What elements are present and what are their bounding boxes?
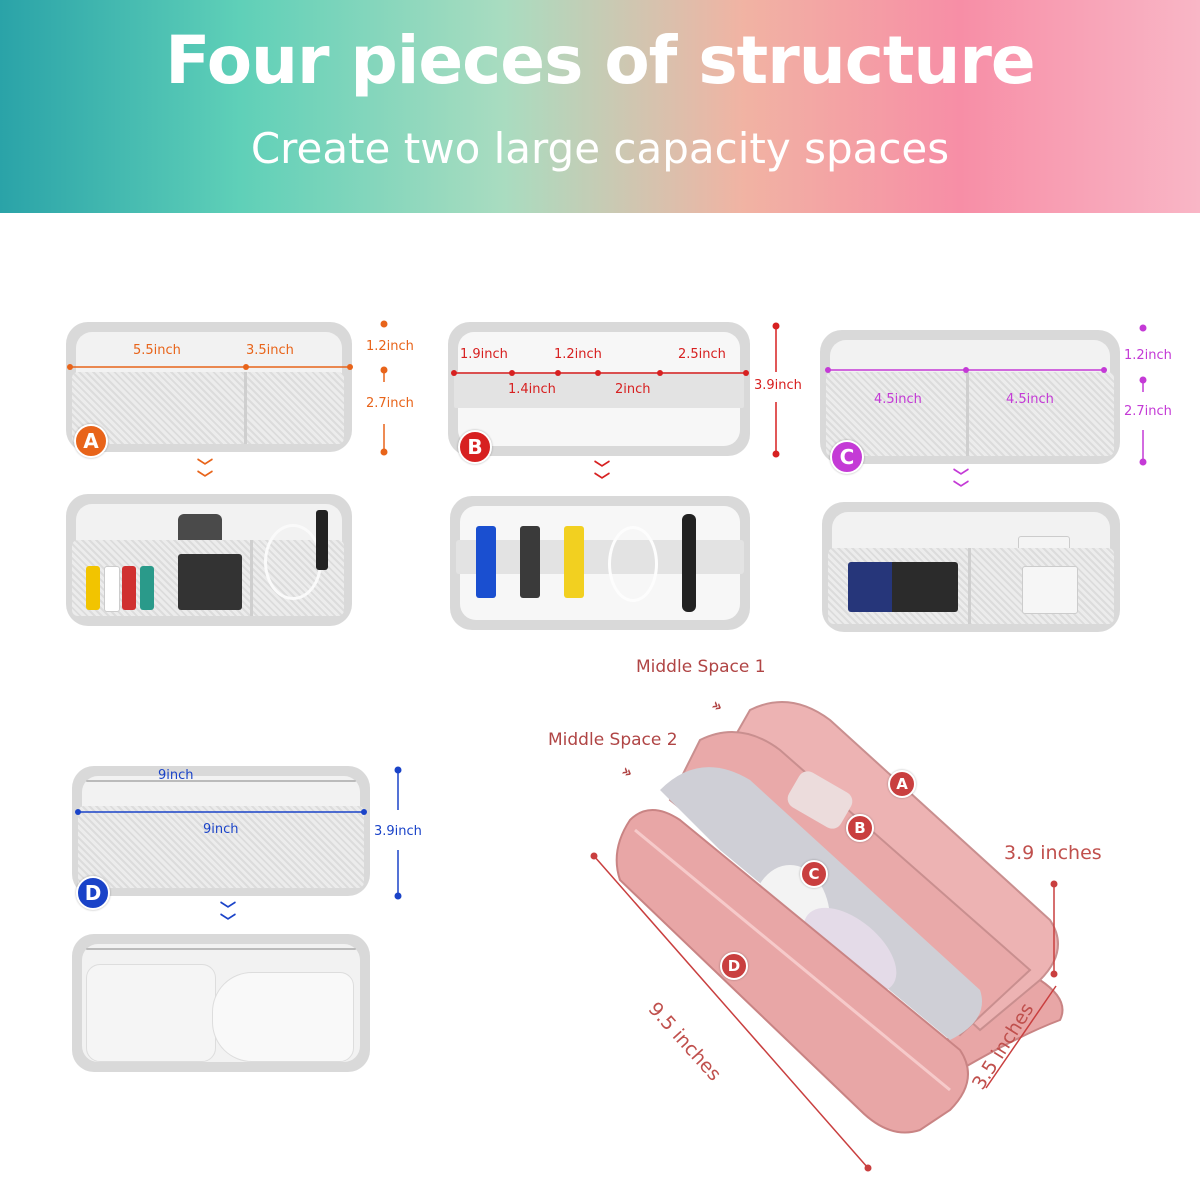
pouch-c-height-top: 1.2inch	[1124, 348, 1172, 363]
mesh-pocket	[78, 806, 364, 888]
pouch-b-height: 3.9inch	[754, 378, 802, 393]
pouch-a-height-bottom: 2.7inch	[366, 396, 414, 411]
pouch-a-badge: A	[74, 424, 108, 458]
cable	[316, 510, 328, 570]
pouch-d-width-line	[75, 809, 367, 815]
pouch-c-width-line	[825, 367, 1107, 373]
cable-coil	[264, 524, 322, 600]
header-banner: Four pieces of structure Create two larg…	[0, 0, 1200, 213]
pouch-d-height: 3.9inch	[374, 824, 422, 839]
zipper	[86, 780, 356, 782]
bag-badge-d: D	[720, 952, 748, 980]
pouch-d-badge: D	[76, 876, 110, 910]
pouch-a-filled	[66, 494, 352, 626]
middle-space-1-label: Middle Space 1	[636, 657, 766, 677]
pouch-a-height-line	[380, 320, 388, 456]
pouch-c-empty	[820, 330, 1120, 464]
battery-pack	[178, 554, 242, 610]
bag-dimension-lines	[590, 852, 1058, 1172]
usb-drive	[104, 566, 120, 612]
pouch-c-width-left: 4.5inch	[874, 392, 922, 407]
pouch-a-height-top: 1.2inch	[366, 339, 414, 354]
pouch-a-width-right: 3.5inch	[246, 343, 294, 358]
pouch-c-width-right: 4.5inch	[1006, 392, 1054, 407]
cable	[682, 514, 696, 612]
pouch-a-empty	[66, 322, 352, 452]
elastic-band	[454, 372, 744, 408]
bag-height-label: 3.9 inches	[1004, 842, 1102, 864]
usb-drive	[520, 526, 540, 598]
mouse-item	[86, 964, 216, 1062]
elastic-band	[456, 540, 744, 574]
pouch-b-w3: 2.5inch	[678, 347, 726, 362]
usb-drive	[564, 526, 584, 598]
pouch-b-width-line	[451, 370, 749, 376]
bag-badge-b: B	[846, 814, 874, 842]
pouch-d-empty	[72, 766, 370, 896]
pouch-d-width-mesh: 9inch	[203, 822, 239, 837]
pouch-b-w2: 1.2inch	[554, 347, 602, 362]
chevron-down-icon: ﹀﹀	[953, 467, 970, 498]
pouch-d-filled	[72, 934, 370, 1072]
mesh-pocket	[72, 372, 344, 444]
mesh-pocket	[826, 372, 1114, 456]
pouch-b-w4: 1.4inch	[508, 382, 556, 397]
pouch-b-badge: B	[458, 430, 492, 464]
pouch-b-filled	[450, 496, 750, 630]
bag-badge-a: A	[888, 770, 916, 798]
pouch-b-height-line	[772, 322, 780, 458]
pouch-c-badge: C	[830, 440, 864, 474]
batteries	[848, 562, 958, 612]
bag-badge-c: C	[800, 860, 828, 888]
pouch-c-height-bottom: 2.7inch	[1124, 404, 1172, 419]
pouch-d-width-top: 9inch	[158, 768, 194, 783]
adapter-item	[1022, 566, 1078, 614]
usb-drive	[122, 566, 136, 610]
usb-drive	[140, 566, 154, 610]
pouch-bag-illustration	[615, 701, 1064, 1134]
pouch-b-empty	[448, 322, 750, 456]
cable-coil	[608, 526, 658, 602]
pouch-b-w1: 1.9inch	[460, 347, 508, 362]
pouch-b-w5: 2inch	[615, 382, 651, 397]
zipper	[86, 948, 356, 950]
chevron-down-icon: ﹀﹀	[220, 900, 237, 931]
pouch-d-height-line	[394, 766, 402, 900]
chevron-down-icon: ﹀﹀	[197, 457, 214, 488]
pouch-a-width-left: 5.5inch	[133, 343, 181, 358]
usb-drive	[476, 526, 496, 598]
usb-drive	[86, 566, 100, 610]
chevron-down-icon: ﹀﹀	[594, 459, 611, 490]
mouse-item	[212, 972, 354, 1062]
banner-title: Four pieces of structure	[165, 22, 1035, 99]
middle-space-2-label: Middle Space 2	[548, 730, 678, 750]
pouch-c-filled	[822, 502, 1120, 632]
pouch-c-height-line	[1139, 324, 1147, 466]
banner-subtitle: Create two large capacity spaces	[250, 124, 950, 173]
pouch-a-width-line	[67, 364, 353, 370]
